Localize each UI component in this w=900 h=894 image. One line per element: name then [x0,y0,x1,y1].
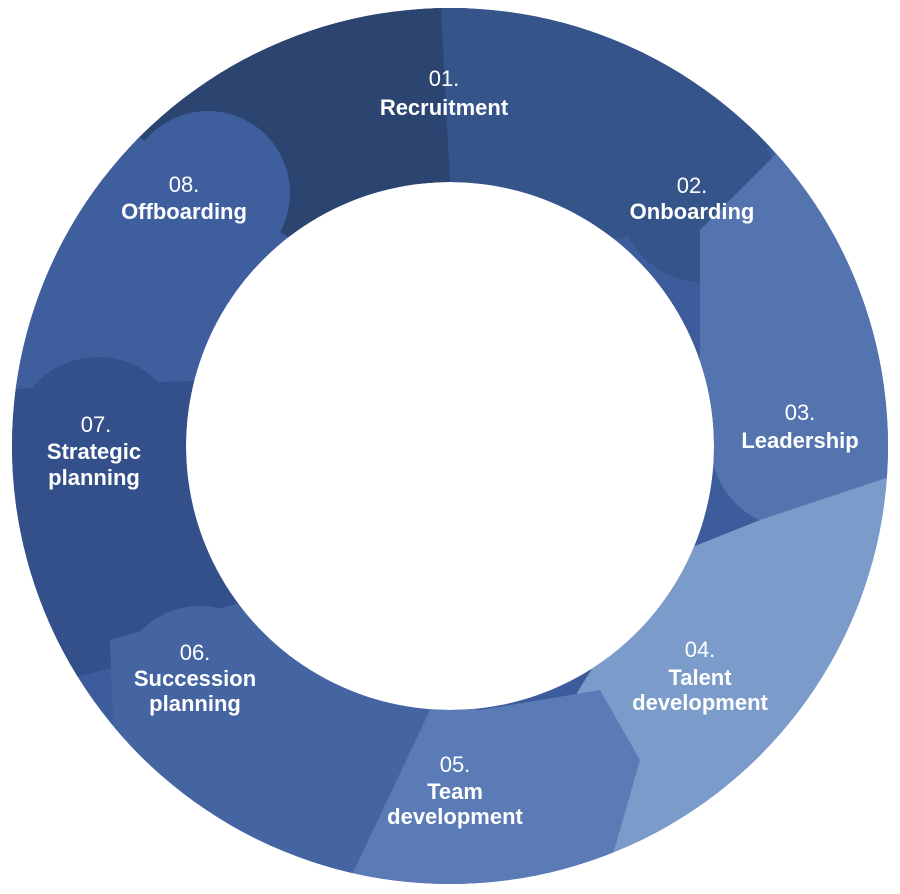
stage-number: 08. [169,172,200,197]
stage-label-02: 02. Onboarding [630,173,755,224]
stage-number: 05. [440,752,471,777]
stage-label-05: 05. Team development [387,752,523,829]
stage-label: Team [427,779,483,804]
stage-number: 06. [180,640,211,665]
stage-number: 04. [685,637,716,662]
stage-label-08: 08. Offboarding [121,172,247,224]
stage-07-cap [12,357,184,529]
stage-label: Onboarding [630,199,755,224]
stage-number: 03. [785,400,816,425]
stage-label: Offboarding [121,199,247,224]
stage-label: Succession [134,666,256,691]
stage-08-cap [126,111,290,275]
stage-label: Talent [668,665,732,690]
stage-label: planning [48,465,140,490]
stage-label: Recruitment [380,95,509,120]
stage-number: 07. [81,412,112,437]
stage-label: planning [149,691,241,716]
stage-08-offboarding [11,111,290,400]
stage-label-03: 03. Leadership [741,400,858,453]
stage-number: 01. [429,66,460,91]
stage-label: development [387,804,523,829]
stage-04-cap [608,613,776,781]
stage-label: Strategic [47,439,141,464]
stage-label-07: 07. Strategic planning [47,412,141,490]
stage-03-cap [711,360,879,528]
stage-label: Leadership [741,428,858,453]
stage-label-06: 06. Succession planning [134,640,256,716]
stage-06-cap [116,606,284,774]
stage-label-04: 04. Talent development [632,637,768,715]
stage-label: development [632,690,768,715]
stage-label-01: 01. Recruitment [380,66,509,120]
stage-number: 02. [677,173,708,198]
